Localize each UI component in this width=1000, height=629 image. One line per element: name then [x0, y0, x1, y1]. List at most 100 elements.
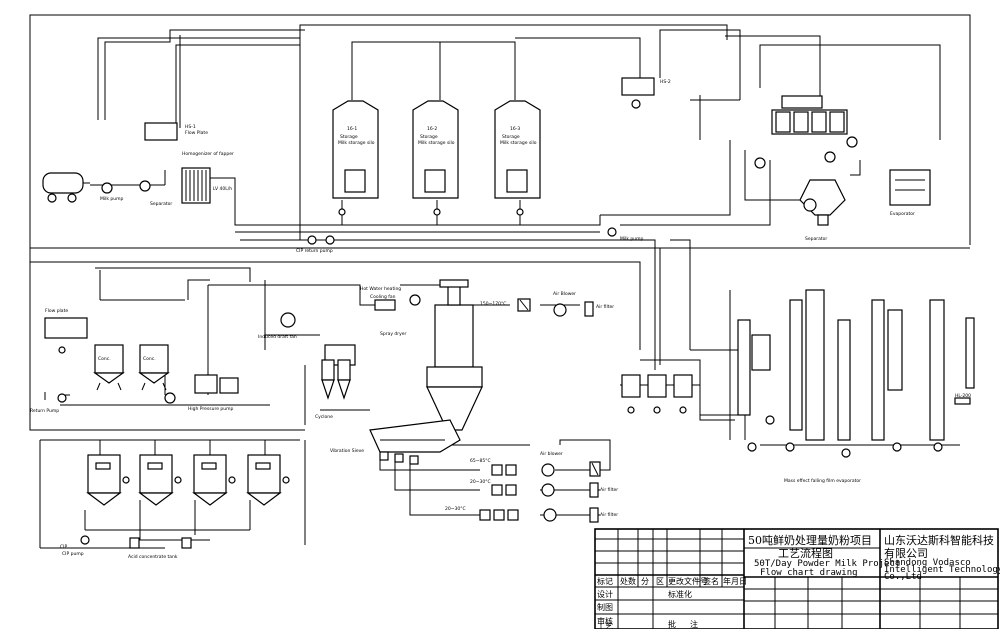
svg-text:Air filter: Air filter — [600, 512, 618, 518]
standardization-tank: Evaporator — [889, 169, 931, 217]
rev-div: 分 — [641, 577, 649, 586]
svg-text:HL-200: HL-200 — [955, 393, 971, 399]
return-pump: Return Pump — [30, 393, 67, 414]
company-en-1: Shandong Vodasco — [884, 558, 971, 568]
svg-text:High Pressure pump: High Pressure pump — [188, 406, 234, 412]
svg-text:Acid concentrate tank: Acid concentrate tank — [128, 554, 178, 560]
cip-tank-2 — [138, 454, 182, 506]
svg-text:150~170°C: 150~170°C — [480, 301, 506, 307]
svg-text:Air filter: Air filter — [600, 487, 618, 493]
svg-text:Conc.: Conc. — [143, 356, 156, 362]
separator: Separator — [799, 179, 846, 242]
concentrate-tanks — [621, 374, 693, 414]
heater-fan: Induced draft fan — [258, 312, 356, 366]
drawing-title-en: Flow chart drawing — [760, 568, 858, 578]
svg-text:Homogenizer of fapper: Homogenizer of fapper — [182, 151, 234, 157]
cip-pump-upper: CIP return pump Milk pump — [296, 227, 644, 254]
svg-text:Cyclone: Cyclone — [315, 414, 333, 420]
svg-text:HS-2: HS-2 — [660, 79, 671, 85]
title-block: 50吨鲜奶处理量奶粉项目 工艺流程图 50T/Day Powder Milk P… — [594, 528, 1000, 629]
hot-air-inlet: 150~170°C Air Blower Air filter — [480, 291, 614, 317]
label-approve: 批 — [668, 619, 676, 629]
air-chain-1: 65~85°C Air blower — [470, 451, 601, 477]
svg-text:Induced draft fan: Induced draft fan — [258, 334, 297, 340]
rev-zone: 区 — [656, 577, 664, 586]
cyclone-separator: Cyclone — [315, 359, 351, 420]
svg-text:20~30°C: 20~30°C — [445, 506, 466, 512]
svg-text:Milk pump: Milk pump — [620, 236, 644, 242]
svg-text:65~85°C: 65~85°C — [470, 458, 491, 464]
cip-tank-1 — [86, 454, 130, 506]
balance-tank: HS-1 Flow Plate — [144, 122, 208, 141]
label-design: 设计 — [597, 589, 613, 599]
company-cn-2: 有限公司 — [884, 546, 928, 560]
cip-tank-3 — [192, 454, 236, 506]
project-title-cn: 50吨鲜奶处理量奶粉项目 — [748, 533, 872, 547]
svg-text:CIP: CIP — [60, 544, 67, 550]
svg-text:LV 40L/h: LV 40L/h — [213, 186, 232, 192]
svg-text:Milk pump: Milk pump — [100, 196, 124, 202]
svg-text:CIP return pump: CIP return pump — [296, 248, 333, 254]
spray-drying-tower — [426, 279, 483, 431]
storage-silo-1: 16-1 Storage Milk storage silo — [332, 100, 379, 216]
cip-pump-lower: CIP CIP pump Acid concentrate tank — [60, 535, 192, 560]
svg-text:Hot Water heating: Hot Water heating — [360, 286, 401, 292]
silo-2-desc: Storage — [420, 134, 438, 140]
label-note: 注 — [690, 619, 698, 629]
label-draw: 制图 — [597, 602, 613, 612]
rev-count: 处数 — [620, 576, 636, 586]
falling-film-evaporator: Mass effect falling film evaporator HL-2… — [737, 289, 975, 484]
silo-1-id: 16-1 — [347, 126, 357, 132]
silo-1-desc: Storage — [340, 134, 358, 140]
air-chain-2: 20~30°C Air filter — [470, 479, 618, 498]
return-pump-label: Return Pump — [30, 408, 59, 414]
fluid-bed: Vibration Sieve — [330, 419, 461, 465]
air-chain-3: 20~30°C Air filter — [445, 506, 618, 523]
silo-1-sub: Milk storage silo — [338, 140, 375, 146]
svg-text:Air blower: Air blower — [540, 451, 563, 457]
flow-plate: Flow plate — [44, 308, 88, 354]
mixing-tank-1: Conc. — [93, 344, 125, 391]
label-process: 工艺 — [597, 622, 613, 629]
svg-text:Conc.: Conc. — [98, 356, 111, 362]
plate-heat-exchanger: Homogenizer of fapper LV 40L/h Separator — [150, 151, 234, 207]
milk-tanker-truck — [42, 172, 90, 203]
rev-sign: 签名 — [703, 576, 719, 586]
company-en-2: Intelligent Technology — [884, 565, 1000, 575]
drawing-title-cn: 工艺流程图 — [778, 546, 833, 560]
svg-text:Flow Plate: Flow Plate — [185, 130, 208, 136]
label-standard: 标准化 — [668, 589, 692, 599]
rev-mark: 标记 — [597, 576, 613, 586]
rev-file: 更改文件号 — [668, 576, 708, 586]
svg-text:HS-1: HS-1 — [185, 124, 196, 130]
svg-text:Separator: Separator — [805, 236, 827, 242]
receiving-pump: Milk pump — [100, 180, 151, 202]
silo-3-desc: Storage — [502, 134, 520, 140]
cip-tank-4 — [246, 454, 290, 506]
top-right-balance-tank: HS-2 — [621, 77, 671, 109]
svg-text:Cooling fan: Cooling fan — [370, 294, 396, 300]
storage-silo-2: 16-2 Storage Milk storage silo — [412, 100, 459, 216]
air-filter-and-heater: Hot Water heating Cooling fan Spray drye… — [360, 286, 421, 337]
storage-silo-3: 16-3 Storage Milk storage silo — [494, 100, 541, 216]
high-pressure-pump: High Pressure pump — [164, 374, 239, 412]
svg-text:Separator: Separator — [150, 201, 172, 207]
flow-plate-label: Flow plate — [45, 308, 68, 314]
svg-text:Air filter: Air filter — [596, 304, 614, 310]
company-en-3: Co.,Ltd — [884, 572, 922, 582]
mixing-tank-2: Conc. — [138, 344, 170, 391]
silo-3-sub: Milk storage silo — [500, 140, 537, 146]
svg-text:Air Blower: Air Blower — [553, 291, 576, 297]
label-check: 审核 — [597, 616, 613, 626]
silo-2-sub: Milk storage silo — [418, 140, 455, 146]
silo-2-id: 16-2 — [427, 126, 437, 132]
evaporator-label: Mass effect falling film evaporator — [784, 478, 861, 484]
svg-text:Evaporator: Evaporator — [890, 211, 915, 217]
svg-text:20~30°C: 20~30°C — [470, 479, 491, 485]
pasteurizer-unit — [754, 95, 858, 169]
rev-date: 年月日 — [723, 576, 747, 586]
company-cn-1: 山东沃达斯科智能科技 — [884, 533, 994, 547]
svg-text:Spray dryer: Spray dryer — [380, 331, 407, 337]
project-title-en: 50T/Day Powder Milk Project — [754, 559, 900, 569]
